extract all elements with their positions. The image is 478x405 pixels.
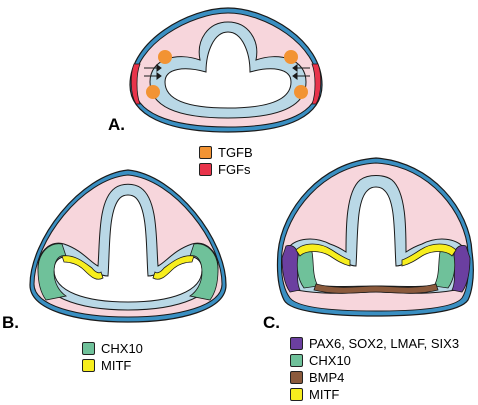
panel-c-mitf-right — [401, 243, 457, 267]
legend-panel-a: TGFB FGFs — [199, 144, 253, 178]
legend-item: CHX10 — [82, 340, 143, 357]
legend-item: CHX10 — [290, 352, 459, 369]
legend-item: BMP4 — [290, 369, 459, 386]
panel-c-bmp4-band — [313, 283, 439, 294]
legend-label: MITF — [309, 387, 340, 402]
legend-item: MITF — [82, 357, 143, 374]
legend-panel-c: PAX6, SOX2, LMAF, SIX3 CHX10 BMP4 MITF — [290, 335, 459, 403]
legend-swatch — [199, 163, 212, 176]
legend-item: TGFB — [199, 144, 253, 161]
panel-c-pax6-right — [451, 245, 471, 293]
legend-swatch — [199, 146, 212, 159]
legend-swatch — [290, 354, 303, 367]
legend-panel-b: CHX10 MITF — [82, 340, 143, 374]
panel-b-mitf-left — [61, 255, 104, 280]
panel-a-tgfb-dot — [284, 50, 298, 64]
legend-label: CHX10 — [101, 341, 143, 356]
panel-a-tgfb-dot — [294, 85, 308, 99]
panel-c-optic-cup — [276, 157, 474, 317]
legend-label: MITF — [101, 358, 132, 373]
legend-label: PAX6, SOX2, LMAF, SIX3 — [309, 336, 460, 351]
panel-a-optic-vesicle — [129, 7, 323, 133]
panel-a-lumen — [164, 31, 292, 109]
legend-swatch — [82, 342, 95, 355]
panel-label-b: B. — [2, 313, 19, 332]
panel-c-mitf-left — [295, 243, 351, 267]
legend-label: FGFs — [218, 162, 251, 177]
legend-label: TGFB — [218, 145, 253, 160]
panel-a-signal-arrows — [144, 64, 310, 80]
panel-a-tgfb-dot — [158, 50, 172, 64]
legend-label: BMP4 — [309, 370, 345, 385]
panel-label-a: A. — [108, 115, 125, 134]
legend-item: PAX6, SOX2, LMAF, SIX3 — [290, 335, 459, 352]
panel-a-tgfb-dot — [146, 85, 160, 99]
legend-item: FGFs — [199, 161, 253, 178]
panel-b-chx10-right — [188, 243, 219, 301]
panel-b-chx10-left — [37, 243, 68, 301]
panel-a-fgf-left — [130, 63, 141, 105]
panel-b-optic-cup — [29, 169, 227, 323]
legend-swatch — [290, 388, 303, 401]
legend-swatch — [82, 359, 95, 372]
panel-a-fgf-right — [311, 63, 322, 105]
legend-swatch — [290, 337, 303, 350]
panel-label-c: C. — [263, 313, 280, 332]
panel-b-mitf-right — [152, 255, 195, 280]
legend-item: MITF — [290, 386, 459, 403]
panel-c-pax6-left — [281, 245, 301, 293]
legend-swatch — [290, 371, 303, 384]
legend-label: CHX10 — [309, 353, 351, 368]
